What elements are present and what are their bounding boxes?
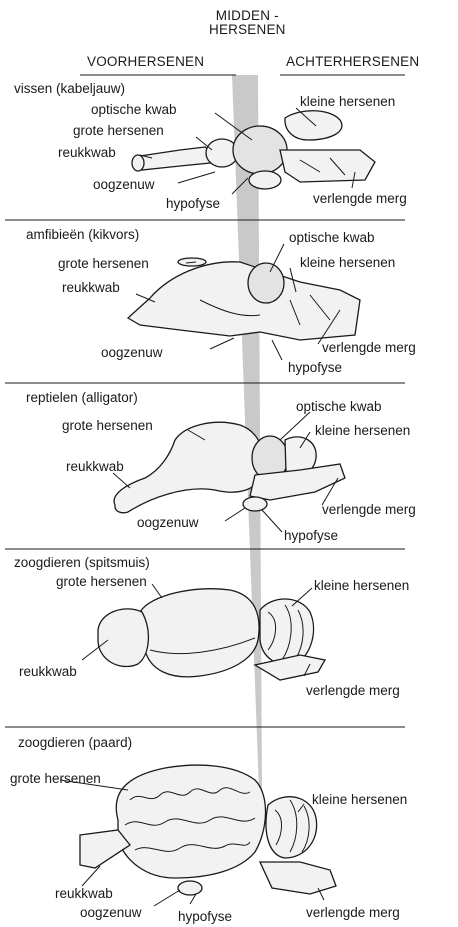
fish-optic-nerve-label: oogzenuw bbox=[93, 178, 155, 192]
fish-panel-title: vissen (kabeljauw) bbox=[14, 82, 125, 96]
fish-cerebellum-label: kleine hersenen bbox=[300, 95, 395, 109]
alligator-brain-drawing bbox=[114, 422, 345, 512]
midbrain-header: MIDDEN - HERSENEN bbox=[209, 9, 286, 37]
horse-cerebellum-label: kleine hersenen bbox=[312, 793, 407, 807]
alligator-optic-lobe-label: optische kwab bbox=[296, 400, 382, 414]
horse-pituitary-label: hypofyse bbox=[178, 910, 232, 924]
horse-cerebrum-label: grote hersenen bbox=[10, 772, 101, 786]
alligator-pituitary-label: hypofyse bbox=[284, 529, 338, 543]
fish-optic-lobe-label: optische kwab bbox=[91, 103, 177, 117]
alligator-cerebrum-label: grote hersenen bbox=[62, 419, 153, 433]
forebrain-header: VOORHERSENEN bbox=[87, 55, 204, 69]
frog-olfactory-label: reukkwab bbox=[62, 281, 120, 295]
frog-brain-drawing bbox=[128, 258, 360, 340]
midbrain-header-line1: MIDDEN - bbox=[209, 9, 286, 23]
frog-cerebellum-label: kleine hersenen bbox=[300, 256, 395, 270]
shrew-medulla-label: verlengde merg bbox=[306, 684, 400, 698]
fish-cerebrum-label: grote hersenen bbox=[73, 124, 164, 138]
horse-brain-drawing bbox=[80, 765, 336, 895]
fish-medulla-label: verlengde merg bbox=[313, 192, 407, 206]
frog-optic-nerve-label: oogzenuw bbox=[101, 346, 163, 360]
frog-panel-title: amfibieën (kikvors) bbox=[26, 228, 139, 242]
frog-medulla-label: verlengde merg bbox=[322, 341, 416, 355]
shrew-panel-title: zoogdieren (spitsmuis) bbox=[14, 556, 150, 570]
alligator-panel-title: reptielen (alligator) bbox=[26, 391, 138, 405]
fish-pituitary-label: hypofyse bbox=[166, 197, 220, 211]
alligator-medulla-label: verlengde merg bbox=[322, 503, 416, 517]
horse-olfactory-label: reukkwab bbox=[55, 887, 113, 901]
alligator-optic-nerve-label: oogzenuw bbox=[137, 516, 199, 530]
hindbrain-header: ACHTERHERSENEN bbox=[286, 55, 419, 69]
alligator-cerebellum-label: kleine hersenen bbox=[315, 424, 410, 438]
frog-optic-lobe-label: optische kwab bbox=[289, 231, 375, 245]
frog-pituitary-label: hypofyse bbox=[288, 361, 342, 375]
horse-optic-nerve-label: oogzenuw bbox=[80, 906, 142, 920]
horse-panel-title: zoogdieren (paard) bbox=[18, 736, 132, 750]
fish-olfactory-label: reukkwab bbox=[58, 146, 116, 160]
alligator-olfactory-label: reukkwab bbox=[66, 460, 124, 474]
shrew-cerebrum-label: grote hersenen bbox=[56, 575, 147, 589]
frog-cerebrum-label: grote hersenen bbox=[58, 257, 149, 271]
shrew-cerebellum-label: kleine hersenen bbox=[314, 579, 409, 593]
horse-medulla-label: verlengde merg bbox=[306, 906, 400, 920]
shrew-brain-drawing bbox=[98, 589, 325, 680]
midbrain-header-line2: HERSENEN bbox=[209, 23, 286, 37]
shrew-olfactory-label: reukkwab bbox=[19, 665, 77, 679]
